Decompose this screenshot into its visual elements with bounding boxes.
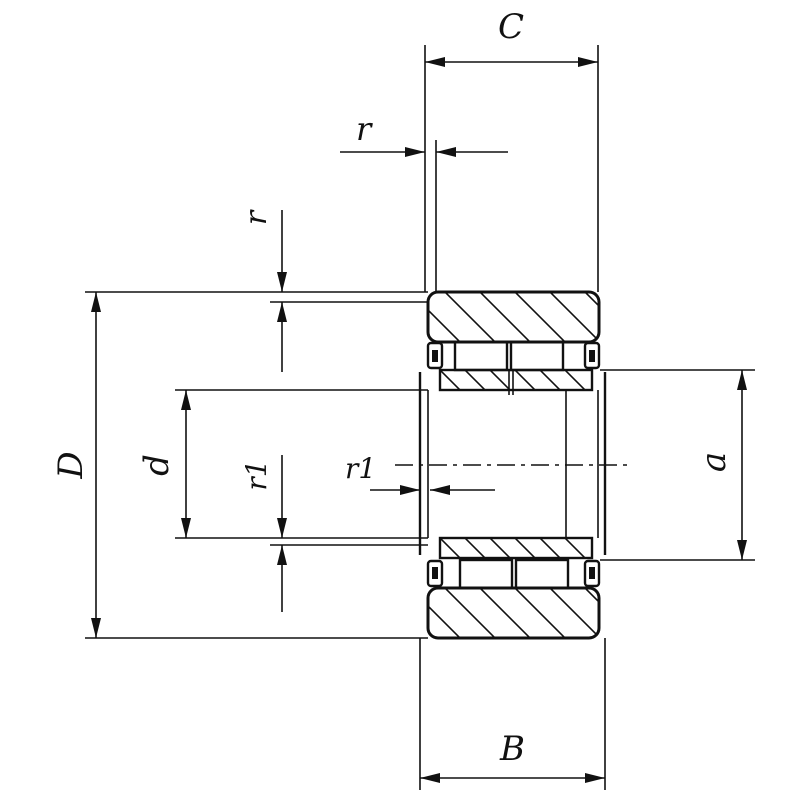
- rollers-bottom: [458, 558, 570, 590]
- inner-ring-bottom: [438, 536, 594, 560]
- seals: [426, 341, 601, 588]
- dimension-lines: [91, 57, 747, 783]
- label-d: d: [137, 454, 177, 476]
- label-r-left: r: [239, 209, 274, 225]
- label-r-top: r: [356, 110, 373, 148]
- label-C: C: [498, 7, 524, 47]
- bearing-body: [418, 290, 607, 640]
- rollers-top: [453, 340, 565, 395]
- label-D: D: [51, 451, 91, 479]
- dimension-labels: C B r D d a r r1 r1: [51, 7, 734, 769]
- extension-lines: [85, 45, 755, 790]
- label-B: B: [499, 729, 525, 769]
- bore-walls: [418, 372, 607, 555]
- outer-ring-bottom: [426, 586, 601, 640]
- label-r1-mid: r1: [345, 452, 376, 485]
- label-a: a: [694, 452, 734, 472]
- label-r1-left: r1: [240, 459, 273, 490]
